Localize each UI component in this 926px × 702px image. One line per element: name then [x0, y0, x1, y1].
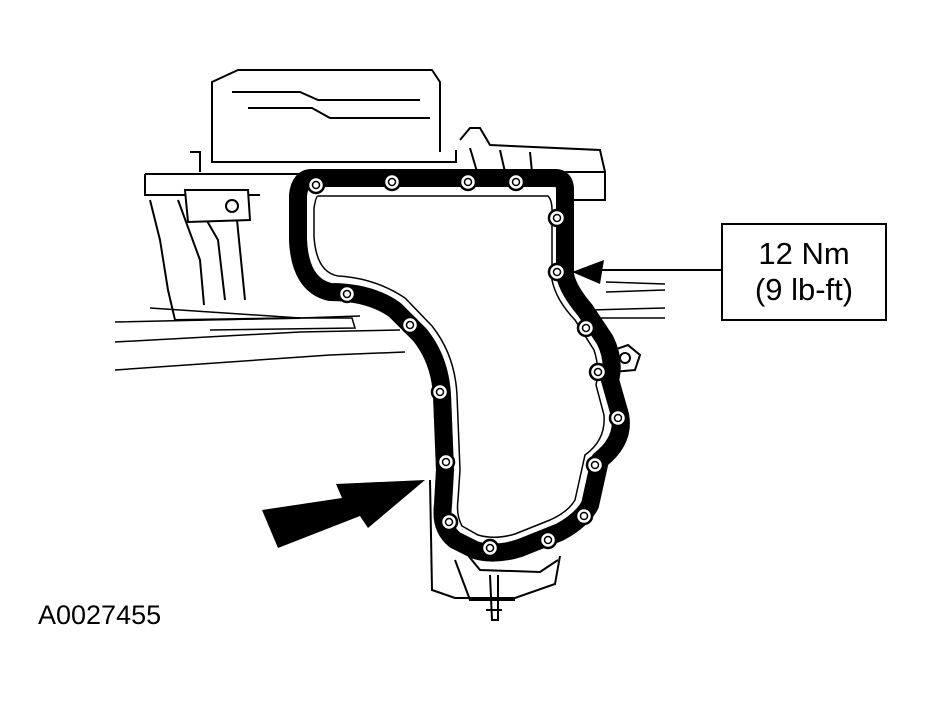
- pan-sump: [429, 343, 642, 621]
- torque-imperial: (9 lb-ft): [754, 272, 854, 307]
- pan-bolt-head: [405, 320, 415, 330]
- pan-bolt: [480, 538, 500, 558]
- pan-bolt-head: [543, 535, 553, 545]
- pan-bolt: [576, 318, 596, 338]
- pan-bolt: [547, 208, 567, 228]
- valve-body-cover: [211, 69, 457, 163]
- pan-bolt-head: [581, 323, 591, 333]
- view-direction-arrow: [262, 480, 425, 548]
- pan-bolt-head: [552, 213, 562, 223]
- pan-bolt-head: [579, 511, 589, 521]
- pan-bolt: [306, 175, 326, 195]
- figure-id: A0027455: [38, 600, 162, 630]
- pan-bolts: [306, 172, 628, 558]
- pan-bolt-head: [441, 457, 451, 467]
- pan-bolt-head: [485, 543, 495, 553]
- pan-bolt-head: [613, 413, 623, 423]
- torque-callout-box: 12 Nm (9 lb-ft): [721, 223, 887, 321]
- pan-bolt: [430, 382, 450, 402]
- pan-bolt-head: [593, 367, 603, 377]
- pan-bolt-head: [444, 517, 454, 527]
- pan-bolt: [585, 455, 605, 475]
- pan-bolt: [382, 172, 402, 192]
- pan-bolt-head: [590, 460, 600, 470]
- pan-bolt: [538, 530, 558, 550]
- mount-rails: [114, 281, 666, 371]
- pan-bolt: [436, 452, 456, 472]
- pan-bolt: [439, 512, 459, 532]
- pan-bolt-head: [342, 289, 352, 299]
- pan-bolt: [547, 262, 567, 282]
- pan-bolt: [588, 362, 608, 382]
- torque-arrow: [572, 260, 721, 284]
- pan-bolt-head: [387, 177, 397, 187]
- pan-bolt: [337, 284, 357, 304]
- pan-bolt-head: [463, 177, 473, 187]
- pan-bolt-head: [511, 177, 521, 187]
- pan-bolt: [400, 315, 420, 335]
- pan-bolt-head: [311, 180, 321, 190]
- torque-metric: 12 Nm: [758, 236, 850, 271]
- pan-bolt: [458, 172, 478, 192]
- pan-bolt-head: [552, 267, 562, 277]
- pan-bolt-head: [435, 387, 445, 397]
- pan-bolt: [608, 408, 628, 428]
- pan-bolt: [506, 172, 526, 192]
- pan-bolt: [574, 506, 594, 526]
